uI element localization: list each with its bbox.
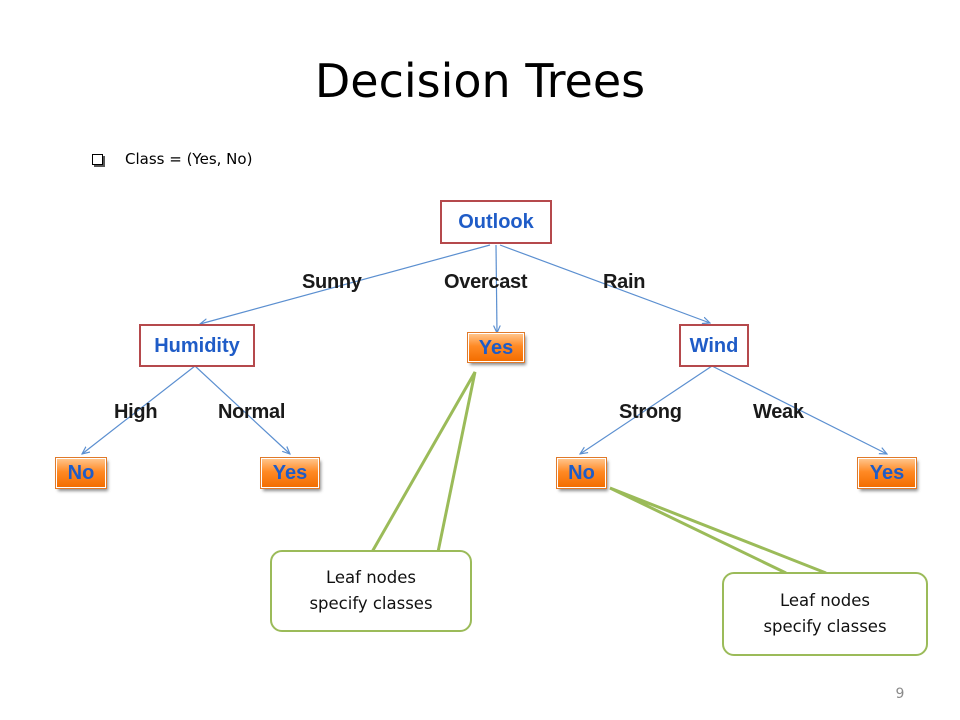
node-outlook: Outlook: [440, 200, 552, 244]
branch-label-overcast: Overcast: [444, 271, 528, 293]
callout-text-line2: specify classes: [309, 594, 433, 613]
callout-leaf-nodes-right: Leaf nodes specify classes: [722, 572, 928, 656]
checkbox-bullet-icon: [92, 153, 103, 165]
callout-text-line2: specify classes: [763, 617, 887, 636]
edge-outlook-wind: [499, 244, 710, 323]
callout-text-line1: Leaf nodes: [326, 568, 416, 588]
edge-wind-yes: [711, 365, 887, 454]
leaf-overcast-yes: Yes: [468, 333, 524, 362]
class-bullet: Class = (Yes, No): [92, 150, 252, 168]
edge-humidity-no: [82, 365, 196, 454]
leaf-strong-no: No: [557, 458, 606, 488]
edge-wind-no: [580, 365, 713, 454]
callout-text-line1: Leaf nodes: [780, 591, 870, 611]
node-wind: Wind: [679, 324, 749, 367]
edge-outlook-humidity: [200, 244, 491, 324]
leaf-weak-yes: Yes: [858, 458, 916, 488]
callout-pointer-right: [609, 486, 827, 575]
slide-title: Decision Trees: [314, 54, 646, 108]
edge-humidity-yes: [194, 365, 290, 454]
branch-label-strong: Strong: [619, 401, 682, 423]
branch-label-sunny: Sunny: [302, 271, 362, 293]
callout-pointer-left: [370, 371, 477, 553]
branch-label-normal: Normal: [218, 401, 286, 423]
page-number: 9: [895, 686, 905, 702]
class-bullet-text: Class = (Yes, No): [125, 150, 253, 168]
edge-outlook-yes: [496, 244, 497, 333]
leaf-high-no: No: [56, 458, 106, 488]
branch-label-high: High: [114, 401, 158, 423]
branch-label-rain: Rain: [603, 271, 646, 293]
callout-leaf-nodes-left: Leaf nodes specify classes: [270, 550, 472, 632]
branch-label-weak: Weak: [753, 401, 804, 423]
node-humidity: Humidity: [139, 324, 255, 367]
leaf-normal-yes: Yes: [261, 458, 319, 488]
